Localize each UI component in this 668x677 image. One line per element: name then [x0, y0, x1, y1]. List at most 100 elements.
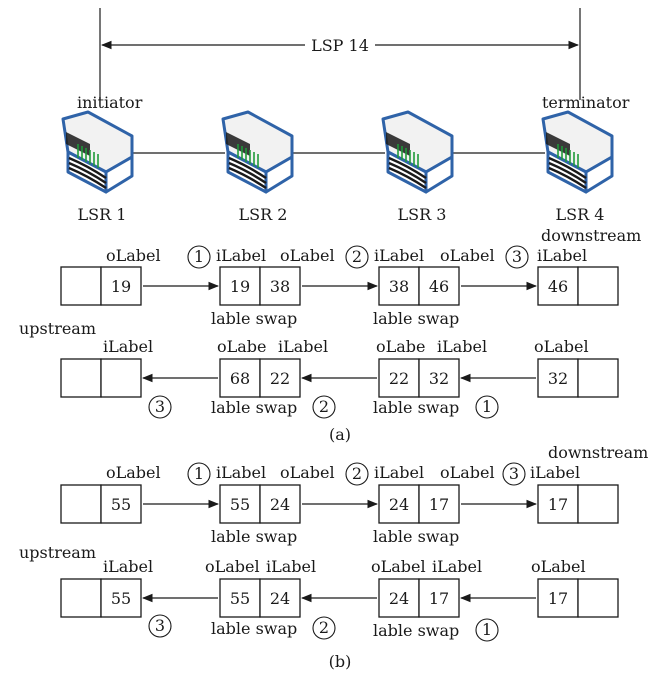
step-number: 2: [352, 247, 362, 266]
step-number: 2: [319, 397, 329, 416]
step-number: 1: [482, 397, 492, 416]
step-circle: [148, 614, 172, 638]
label-cell: [577, 266, 619, 306]
ilabel-text: iLabel: [432, 557, 482, 576]
step-number: 3: [509, 464, 519, 483]
step-number: 3: [512, 247, 522, 266]
label-swap-text: lable swap: [373, 621, 459, 640]
olabel-text: oLabel: [280, 246, 335, 265]
part-b: downstream oLabel 1 iLabel oLabel 2 iLab…: [19, 443, 648, 671]
ilabel-text: iLabel: [103, 337, 153, 356]
label-value: 24: [270, 495, 290, 514]
label-value: 17: [429, 589, 449, 608]
step-circle: [502, 462, 526, 486]
ilabel-text: iLabel: [374, 246, 424, 265]
label-swap-text: lable swap: [211, 527, 297, 546]
label-value: 19: [111, 277, 131, 296]
label-value: 55: [111, 495, 131, 514]
step-number: 3: [155, 616, 165, 635]
step-circle: [505, 245, 529, 269]
label-cell: [100, 266, 142, 306]
step-number: 1: [194, 247, 204, 266]
step-circle: [148, 395, 172, 419]
initiator-label: initiator: [77, 93, 143, 112]
step-circle: [312, 616, 336, 640]
label-value: 17: [548, 495, 568, 514]
label-value: 38: [270, 277, 290, 296]
label-value: 68: [230, 369, 250, 388]
label-value: 38: [389, 277, 409, 296]
label-cell: [418, 358, 460, 398]
label-cell: [259, 578, 301, 618]
step-circle: [345, 462, 369, 486]
label-value: 55: [230, 589, 250, 608]
label-value: 46: [548, 277, 568, 296]
step-circle: [475, 395, 499, 419]
label-cell: [577, 358, 619, 398]
label-cell: [537, 578, 579, 618]
label-cell: [259, 484, 301, 524]
olabel-text: oLabel: [205, 557, 260, 576]
label-cell: [60, 358, 102, 398]
label-value: 32: [548, 369, 568, 388]
router-icon: [541, 110, 614, 194]
label-value: 22: [389, 369, 409, 388]
label-cell: [259, 358, 301, 398]
olabel-text: oLabel: [440, 463, 495, 482]
label-cell: [100, 578, 142, 618]
label-value: 24: [270, 589, 290, 608]
label-swap-text: lable swap: [373, 398, 459, 417]
step-circle: [345, 245, 369, 269]
olabel-text: oLabel: [440, 246, 495, 265]
label-cell: [100, 484, 142, 524]
label-swap-text: lable swap: [211, 309, 297, 328]
label-value: 17: [429, 495, 449, 514]
olabel-text: oLabel: [106, 463, 161, 482]
label-value: 24: [389, 589, 409, 608]
label-swap-text: lable swap: [211, 619, 297, 638]
router-name-2: LSR 2: [239, 205, 288, 224]
step-circle: [312, 395, 336, 419]
label-cell: [60, 578, 102, 618]
label-cell: [60, 484, 102, 524]
label-cell: [378, 358, 420, 398]
caption-a: (a): [329, 425, 351, 444]
step-number: 2: [352, 464, 362, 483]
router-icon: [221, 110, 294, 194]
label-cell: [418, 484, 460, 524]
label-value: 55: [230, 495, 250, 514]
label-swap-text: lable swap: [373, 527, 459, 546]
label-cell: [418, 266, 460, 306]
caption-b: (b): [329, 652, 352, 671]
lsp-label: LSP 14: [311, 36, 369, 55]
upstream-label: upstream: [19, 543, 96, 562]
ilabel-text: iLabel: [103, 557, 153, 576]
label-value: 22: [270, 369, 290, 388]
label-value: 46: [429, 277, 449, 296]
label-value: 19: [230, 277, 250, 296]
terminator-label: terminator: [542, 93, 630, 112]
olabe-text: oLabe: [376, 337, 426, 356]
router-icon: [61, 110, 134, 194]
ilabel-text: iLabel: [537, 246, 587, 265]
ilabel-text: iLabel: [216, 246, 266, 265]
olabel-text: oLabel: [531, 557, 586, 576]
ilabel-text: iLabel: [278, 337, 328, 356]
ilabel-text: iLabel: [437, 337, 487, 356]
label-cell: [219, 578, 261, 618]
label-cell: [378, 266, 420, 306]
router-icon: [381, 110, 454, 194]
step-number: 2: [319, 618, 329, 637]
upstream-label: upstream: [19, 319, 96, 338]
ilabel-text: iLabel: [530, 463, 580, 482]
label-cell: [219, 484, 261, 524]
label-swap-text: lable swap: [211, 398, 297, 417]
router-name-3: LSR 3: [398, 205, 447, 224]
router-name-4: LSR 4: [556, 205, 605, 224]
label-value: 24: [389, 495, 409, 514]
label-cell: [378, 484, 420, 524]
label-value: 32: [429, 369, 449, 388]
ilabel-text: iLabel: [266, 557, 316, 576]
